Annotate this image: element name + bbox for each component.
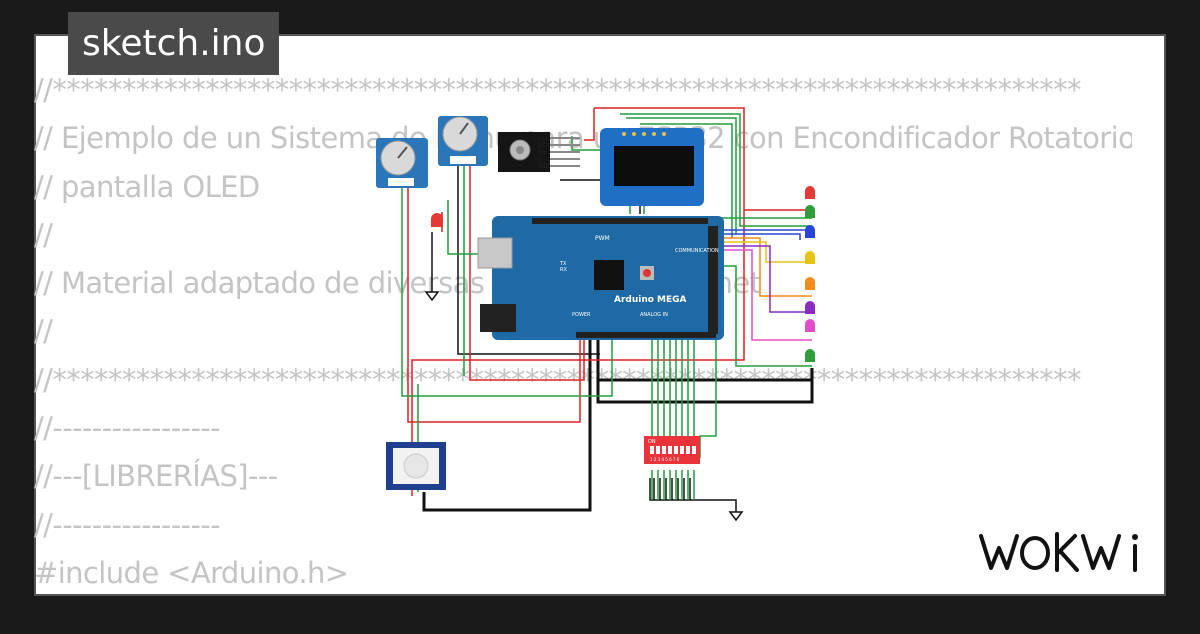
led-red (805, 186, 815, 199)
encoder-pin-label: GND (538, 163, 549, 170)
code-clip-right (1132, 36, 1164, 594)
code-line: //**************************************… (34, 73, 1082, 107)
analog-label: ANALOG IN (640, 312, 668, 318)
rotary-encoder: CLK DT SW + GND (498, 132, 580, 172)
dip-switch: ON 1 2 3 4 5 6 7 8 (644, 436, 700, 464)
pir-sensor (386, 442, 446, 490)
file-tab[interactable]: sketch.ino (68, 12, 280, 75)
code-clip-edge (1166, 34, 1200, 634)
black-wires (422, 338, 814, 512)
encoder-pin-label: SW (538, 149, 546, 156)
status-led (431, 213, 443, 227)
led-column (805, 186, 815, 362)
encoder-pin-label: DT (538, 142, 546, 149)
code-line: #include <Arduino.h> (34, 555, 349, 590)
led-green (805, 205, 815, 218)
tx-label: TX (559, 261, 567, 267)
arduino-mega-board: PWM COMMUNICATION Arduino MEGA POWER ANA… (477, 216, 724, 340)
led-green-2 (805, 349, 815, 362)
rx-label: RX (560, 267, 567, 273)
led-orange (805, 277, 815, 290)
code-line: // pantalla OLED (34, 169, 260, 204)
card-right-border (1164, 34, 1166, 596)
code-line: // (34, 217, 53, 252)
led-purple (805, 301, 815, 314)
encoder-pin-label: + (538, 156, 542, 163)
signal-wires (722, 229, 812, 341)
code-clip-bottom (36, 594, 1166, 630)
potentiometer-2 (438, 116, 488, 166)
led-blue (805, 225, 815, 238)
dip-numbers: 1 2 3 4 5 6 7 8 (650, 457, 680, 462)
wokwi-logo (979, 532, 1138, 572)
led-pink (805, 319, 815, 332)
led-yellow (805, 251, 815, 264)
oled-display (600, 128, 704, 206)
potentiometer-1 (376, 138, 428, 188)
code-line: //----------------- (34, 507, 221, 542)
code-line: // (34, 314, 53, 349)
board-name: Arduino MEGA (614, 295, 687, 305)
code-line: //----------------- (34, 411, 221, 446)
code-line: //---[LIBRERÍAS]--- (34, 459, 278, 494)
red-wires (407, 107, 812, 496)
comm-label: COMMUNICATION (675, 248, 719, 254)
encoder-pin-label: CLK (538, 135, 549, 142)
pwm-label: PWM (595, 235, 610, 242)
card-bottom-border (34, 594, 1166, 596)
ground-symbols (424, 291, 744, 522)
dip-label: ON (648, 439, 656, 445)
power-label: POWER (572, 312, 591, 318)
